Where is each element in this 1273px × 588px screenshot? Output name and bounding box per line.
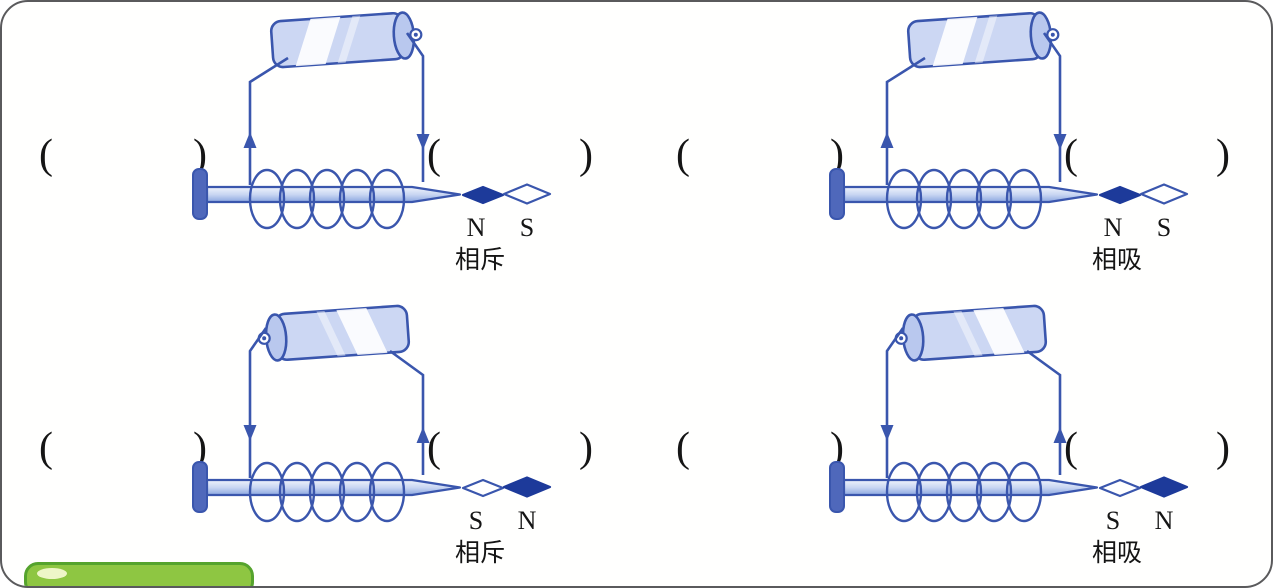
electromagnet-diagram-top-right: () () N S 相吸 bbox=[647, 2, 1267, 292]
wire-left bbox=[248, 56, 289, 185]
pole-label-right: N bbox=[1155, 506, 1174, 535]
answer-blank-paren: ) bbox=[579, 132, 593, 178]
current-arrow-up-icon bbox=[243, 132, 257, 148]
pole-label-left: S bbox=[1106, 506, 1120, 535]
current-arrow-up-icon bbox=[880, 132, 894, 148]
answer-blank-paren: ( bbox=[427, 425, 441, 471]
pole-label-right: S bbox=[520, 213, 534, 242]
coil-icon bbox=[885, 461, 1043, 523]
nail-icon bbox=[829, 461, 1099, 513]
relation-label: 相斥 bbox=[455, 539, 505, 567]
electromagnet-diagram-bottom-left: () () S N 相斥 bbox=[10, 295, 630, 585]
answer-blank-paren: ( bbox=[676, 132, 690, 178]
answer-blank-paren: ) bbox=[579, 425, 593, 471]
current-arrow-down-icon bbox=[416, 134, 430, 150]
pole-label-left: S bbox=[469, 506, 483, 535]
answer-blank-paren: ( bbox=[39, 425, 53, 471]
compass-needle-icon bbox=[1098, 183, 1189, 205]
answer-blank-paren: ) bbox=[193, 425, 207, 471]
pole-label-right: S bbox=[1157, 213, 1171, 242]
electromagnet-diagram-bottom-right: () () S N 相吸 bbox=[647, 295, 1267, 585]
answer-blank-paren: ( bbox=[427, 132, 441, 178]
circuit-svg: () () S N 相吸 bbox=[676, 304, 1230, 567]
answer-blank-paren: ) bbox=[830, 425, 844, 471]
current-arrow-down-icon bbox=[1053, 134, 1067, 150]
circuit-svg: () () S N 相斥 bbox=[39, 304, 593, 567]
compass-needle-icon bbox=[461, 476, 552, 498]
answer-blank-paren: ( bbox=[676, 425, 690, 471]
battery-icon bbox=[257, 304, 411, 362]
answer-blank-paren: ( bbox=[1064, 425, 1078, 471]
answer-blank-paren: ) bbox=[830, 132, 844, 178]
relation-label: 相斥 bbox=[455, 246, 505, 274]
answer-blank-paren: ) bbox=[1216, 132, 1230, 178]
wire-left bbox=[248, 327, 268, 478]
wire-left bbox=[885, 56, 926, 185]
pole-label-right: N bbox=[518, 506, 537, 535]
current-arrow-down-icon bbox=[243, 425, 257, 441]
answer-blank-paren: ( bbox=[39, 132, 53, 178]
wire-right bbox=[1026, 349, 1062, 475]
wire-right bbox=[389, 349, 425, 475]
pole-label-left: N bbox=[467, 213, 486, 242]
battery-icon bbox=[894, 304, 1048, 362]
relation-label: 相吸 bbox=[1092, 539, 1142, 567]
pole-label-left: N bbox=[1104, 213, 1123, 242]
nail-icon bbox=[192, 461, 462, 513]
answer-blank-paren: ( bbox=[1064, 132, 1078, 178]
compass-needle-icon bbox=[461, 183, 552, 205]
current-arrow-up-icon bbox=[416, 427, 430, 443]
battery-icon bbox=[269, 11, 423, 69]
answer-key-badge[interactable] bbox=[24, 562, 254, 586]
battery-icon bbox=[906, 11, 1060, 69]
current-arrow-up-icon bbox=[1053, 427, 1067, 443]
nail-icon bbox=[192, 168, 462, 220]
electromagnet-diagram-top-left: () () N S 相斥 bbox=[10, 2, 630, 292]
coil-icon bbox=[248, 168, 406, 230]
circuit-svg: () () N S 相吸 bbox=[676, 11, 1230, 274]
nail-icon bbox=[829, 168, 1099, 220]
wire-left bbox=[885, 327, 905, 478]
answer-blank-paren: ) bbox=[1216, 425, 1230, 471]
answer-blank-paren: ) bbox=[193, 132, 207, 178]
coil-icon bbox=[885, 168, 1043, 230]
badge-highlight-icon bbox=[37, 568, 67, 579]
coil-icon bbox=[248, 461, 406, 523]
compass-needle-icon bbox=[1098, 476, 1189, 498]
current-arrow-down-icon bbox=[880, 425, 894, 441]
relation-label: 相吸 bbox=[1092, 246, 1142, 274]
circuit-svg: () () N S 相斥 bbox=[39, 11, 593, 274]
